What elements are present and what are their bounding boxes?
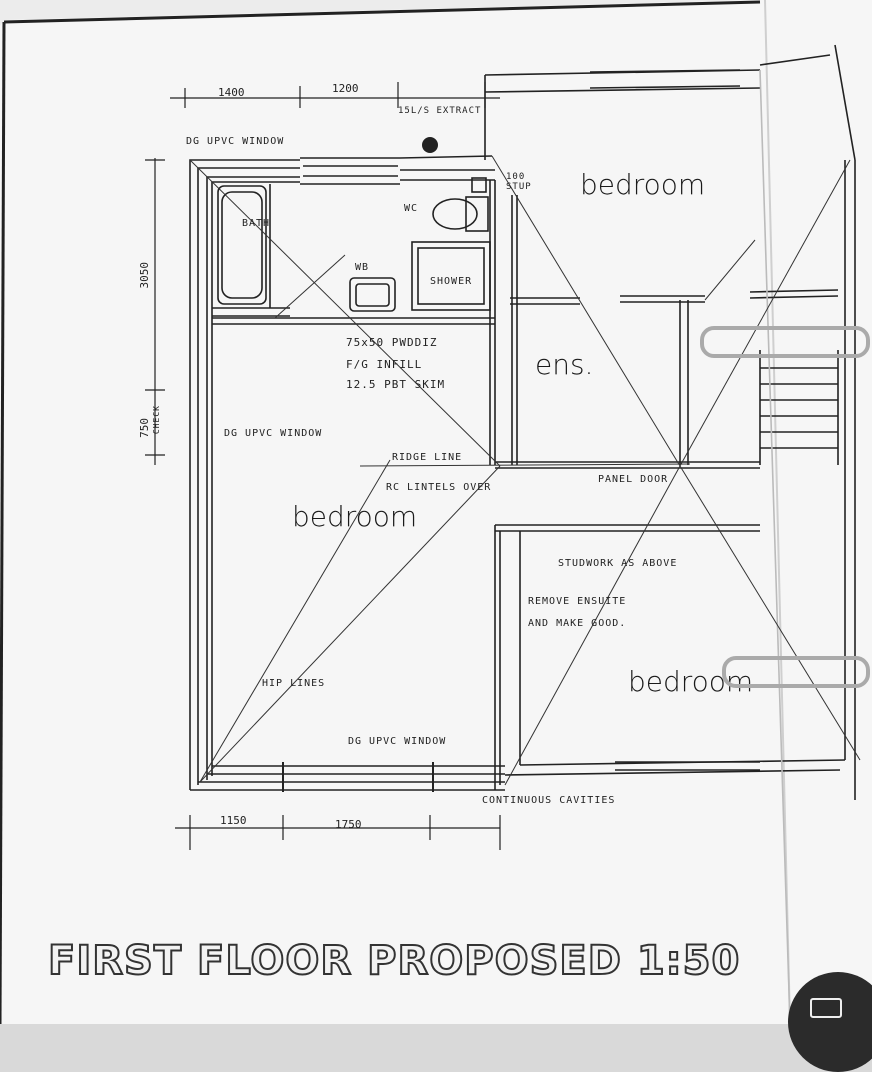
room-bedroom-top-right: bedroom <box>580 168 706 201</box>
note-partition-2: F/G INFILL <box>346 358 423 371</box>
dimension-lines <box>145 82 501 850</box>
note-partition-1: 75x50 PWDDIZ <box>346 336 438 349</box>
note-remove-2: AND MAKE GOOD. <box>528 618 627 629</box>
note-cavities: CONTINUOUS CAVITIES <box>482 795 616 806</box>
dim-bottom-b: 1750 <box>335 818 362 831</box>
note-wb: WB <box>355 262 370 273</box>
note-rc-lintels: RC LINTELS OVER <box>386 482 492 493</box>
dim-left-b-check: CHECK <box>152 405 161 435</box>
note-stup: 100 STUP <box>506 172 532 192</box>
note-studwork: STUDWORK AS ABOVE <box>558 558 678 569</box>
note-window-top: DG UPVC WINDOW <box>186 136 285 147</box>
note-remove-1: REMOVE ENSUITE <box>528 596 627 607</box>
hip-lines <box>189 155 861 786</box>
dim-top-b: 1200 <box>332 82 359 95</box>
extract-fan-icon <box>422 137 438 153</box>
paper <box>0 0 872 1024</box>
dim-bottom-a: 1150 <box>220 814 247 827</box>
note-window-bottom: DG UPVC WINDOW <box>348 736 447 747</box>
room-bedroom-main: bedroom <box>292 500 418 533</box>
caption-icon <box>810 998 842 1018</box>
note-panel-door: PANEL DOOR <box>598 474 669 485</box>
caption-button[interactable] <box>788 972 872 1072</box>
note-window-left: DG UPVC WINDOW <box>224 428 323 439</box>
binder-ring-bottom <box>722 656 870 688</box>
floor-plan-drawing <box>0 0 872 1025</box>
dim-left-b: 750 <box>138 418 151 438</box>
binder-ring-top <box>700 326 870 358</box>
note-wc: WC <box>404 203 419 214</box>
dim-left-a: 3050 <box>138 262 151 289</box>
note-shower: SHOWER <box>430 276 473 287</box>
drawing-title: FIRST FLOOR PROPOSED 1:50 <box>47 937 741 985</box>
dim-top-a: 1400 <box>218 86 245 99</box>
note-hip-lines: HIP LINES <box>262 678 326 689</box>
note-ridge-line: RIDGE LINE <box>392 452 463 463</box>
room-ensuite: ens. <box>535 348 594 381</box>
note-bath: BATH <box>242 218 271 229</box>
note-extract: 15L/S EXTRACT <box>398 106 482 116</box>
note-partition-3: 12.5 PBT SKIM <box>346 378 446 391</box>
